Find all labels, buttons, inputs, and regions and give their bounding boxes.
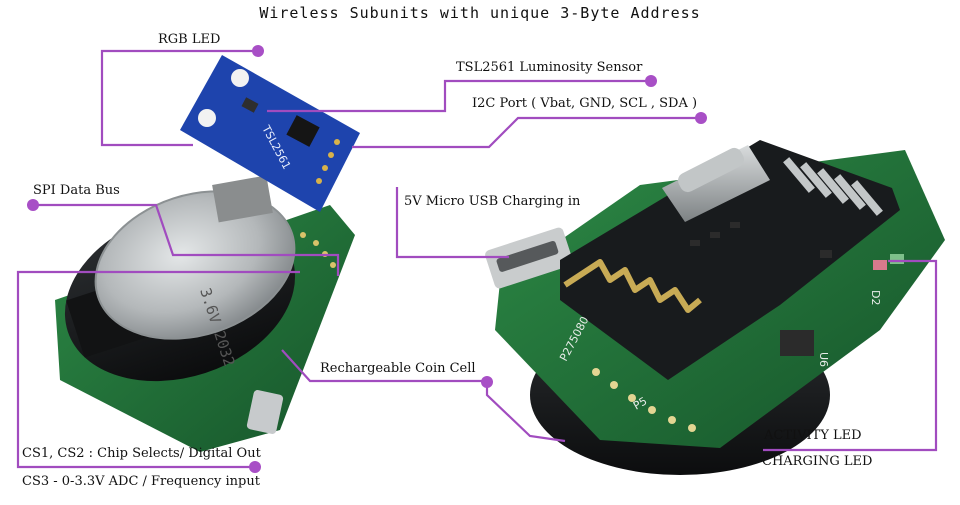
label-cs3: CS3 - 0-3.3V ADC / Frequency input bbox=[22, 474, 260, 489]
sensor-ic bbox=[286, 115, 320, 147]
diagram-title: Wireless Subunits with unique 3-Byte Add… bbox=[259, 4, 701, 22]
callout-line-i2c-port bbox=[352, 116, 700, 149]
radio-header-pins bbox=[783, 157, 883, 216]
smd-components bbox=[690, 222, 832, 356]
callout-lines bbox=[16, 49, 938, 469]
callout-line-tsl-sensor bbox=[267, 79, 651, 113]
label-usb-charging: 5V Micro USB Charging in bbox=[404, 194, 581, 209]
left-usb-connector bbox=[246, 390, 284, 434]
callout-line-usb bbox=[395, 187, 509, 259]
battery-clip bbox=[212, 175, 273, 223]
crystal-top bbox=[678, 147, 744, 193]
callout-line-spi-bus bbox=[33, 203, 340, 276]
label-coin-cell: Rechargeable Coin Cell bbox=[320, 361, 476, 376]
p5-marking: P5 bbox=[631, 395, 649, 413]
callout-dot-tsl-sensor bbox=[645, 75, 657, 87]
callout-line-cs bbox=[16, 270, 300, 469]
callout-dot-cs bbox=[249, 461, 261, 473]
sensor-board-hole-2 bbox=[198, 109, 216, 127]
pcb-antenna bbox=[563, 259, 702, 313]
callout-line-leds bbox=[763, 259, 938, 452]
sensor-window bbox=[241, 97, 259, 113]
coin-cell bbox=[95, 191, 295, 339]
callout-line-coin-cell-right bbox=[485, 384, 566, 443]
right-pcb-vias bbox=[592, 368, 696, 432]
label-rgb-led: RGB LED bbox=[158, 32, 221, 47]
callout-dot-spi-bus bbox=[27, 199, 39, 211]
crystal bbox=[662, 145, 770, 222]
label-tsl-sensor: TSL2561 Luminosity Sensor bbox=[456, 60, 643, 75]
left-module: 3.6V 2032 TSL2561 bbox=[55, 55, 360, 452]
callout-dots bbox=[27, 45, 707, 473]
callout-dot-i2c-port bbox=[695, 112, 707, 124]
sensor-board-hole-1 bbox=[231, 69, 249, 87]
callout-dot-rgb-led bbox=[252, 45, 264, 57]
callout-line-rgb-led bbox=[100, 49, 258, 147]
label-cs12: CS1, CS2 : Chip Selects/ Digital Out bbox=[22, 446, 261, 461]
activity-led-part bbox=[873, 260, 887, 270]
radio-module bbox=[560, 140, 900, 380]
callout-line-coin-cell bbox=[281, 349, 487, 383]
sensor-pins bbox=[316, 139, 340, 184]
right-module: P275080 U6 D2 P5 bbox=[485, 140, 945, 475]
d2-marking: D2 bbox=[869, 290, 882, 305]
callout-dot-coin-cell bbox=[481, 376, 493, 388]
charging-led-part bbox=[890, 254, 904, 264]
usb-connector-opening bbox=[496, 240, 559, 272]
label-charging-led: CHARGING LED bbox=[762, 454, 873, 469]
coin-cell-rim bbox=[94, 190, 296, 340]
label-spi-bus: SPI Data Bus bbox=[33, 183, 120, 198]
label-i2c-port: I2C Port ( Vbat, GND, SCL , SDA ) bbox=[472, 96, 698, 111]
u6-marking: U6 bbox=[817, 352, 830, 367]
label-activity-led: ACTIVITY LED bbox=[764, 428, 862, 443]
sensor-board bbox=[180, 55, 360, 212]
